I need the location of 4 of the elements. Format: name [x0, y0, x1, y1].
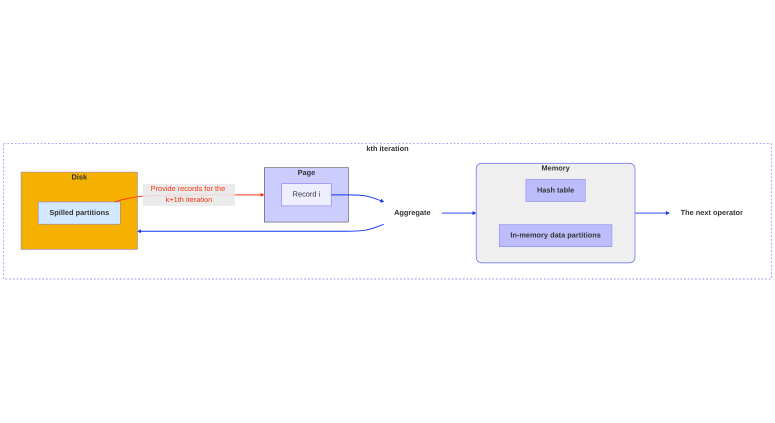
arrow	[441, 211, 476, 216]
arrow	[330, 194, 384, 203]
arrow	[137, 224, 384, 234]
arrow	[634, 211, 670, 216]
